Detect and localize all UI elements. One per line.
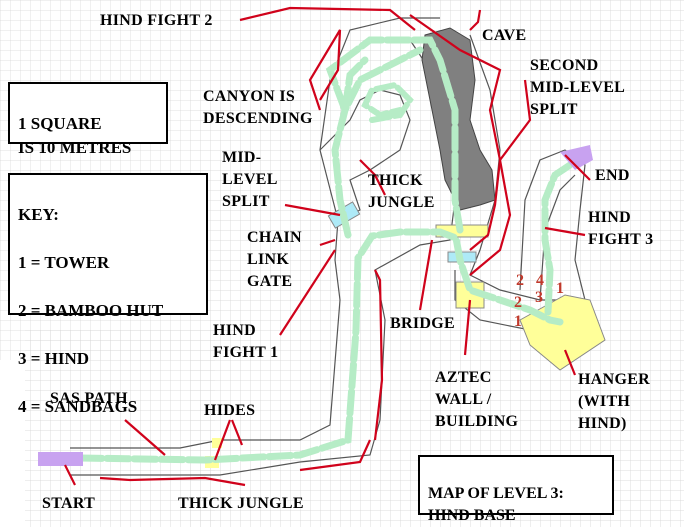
pointer-chain-gate — [319, 238, 336, 247]
label-hanger: HANGER (WITH HIND) — [578, 371, 651, 432]
hide-b — [212, 438, 222, 448]
label-hind-fight-1: HIND FIGHT 1 — [213, 322, 279, 361]
pointer-hind-fight-1 — [279, 249, 336, 336]
pointer-start — [64, 464, 76, 486]
marker-sandbags: 4 — [536, 272, 544, 289]
key-item-hind: 3 = HIND — [18, 349, 90, 368]
label-hides: HIDES — [204, 402, 256, 419]
key-item-sandbags: 4 = SANDBAGS — [18, 397, 138, 416]
path-main — [76, 228, 564, 464]
path-canyon-loop — [361, 81, 414, 123]
scale-note: 1 SQUARE IS 10 METRES — [18, 114, 132, 157]
marker-bamboo-hut-a: 2 — [516, 272, 524, 289]
canyon-wall-end-inner — [539, 174, 576, 301]
pointer-thick-jungle-bottom — [99, 476, 246, 487]
pointer-bridge — [418, 239, 434, 311]
label-canyon-descending: CANYON IS DESCENDING — [203, 88, 313, 127]
canyon-wall-inner — [319, 89, 411, 221]
hanger-area — [519, 294, 606, 371]
label-bridge: BRIDGE — [390, 315, 455, 332]
end-pad — [560, 145, 593, 170]
pointer-hides — [213, 419, 244, 461]
scale-note-box: 1 SQUARE IS 10 METRES — [8, 82, 168, 157]
label-sas-path: SAS PATH — [50, 390, 128, 407]
pointer-thick-jungle-top — [359, 159, 386, 196]
path-cave — [325, 36, 464, 234]
key-item-tower: 1 = TOWER — [18, 253, 110, 272]
marker-tower-b: 1 — [514, 313, 522, 330]
key-title: KEY: — [18, 205, 59, 224]
label-second-mid-level-split: SECOND MID-LEVEL SPLIT — [530, 57, 626, 118]
pointer-cave — [409, 14, 512, 276]
canyon-wall-right — [469, 34, 570, 301]
pointer-sas-path — [124, 419, 166, 456]
label-hind-fight-3: HIND FIGHT 3 — [588, 209, 654, 248]
label-cave: CAVE — [482, 27, 527, 44]
pointer-hanger — [563, 349, 577, 376]
map-title-box: MAP OF LEVEL 3: HIND BASE — [418, 455, 614, 524]
label-aztec-wall: AZTEC WALL / BUILDING — [435, 369, 519, 430]
key-box: KEY: 1 = TOWER 2 = BAMBOO HUT 3 = HIND 4… — [8, 173, 208, 416]
pointer-hind-fight-2 — [239, 6, 416, 31]
label-end: END — [595, 167, 630, 184]
pointer-end — [564, 154, 591, 181]
marker-hind: 3 — [535, 289, 543, 306]
marker-bamboo-hut-b: 2 — [514, 294, 522, 311]
pointer-cave-wall — [469, 9, 482, 31]
pointer-aztec — [463, 299, 472, 356]
label-thick-jungle-bottom: THICK JUNGLE — [178, 495, 304, 512]
key-item-bamboo-hut: 2 = BAMBOO HUT — [18, 301, 164, 320]
pointer-jungle-right — [373, 269, 384, 441]
label-start: START — [42, 495, 96, 512]
pointer-jungle-bottom-b — [299, 439, 372, 472]
pointer-mid-split — [284, 203, 341, 217]
start-pad — [38, 452, 83, 466]
pointer-hind-fight-3 — [544, 226, 586, 237]
pointer-second-split — [469, 79, 532, 251]
pointer-canyon — [308, 29, 342, 111]
label-mid-level-split: MID- LEVEL SPLIT — [222, 149, 278, 210]
map-title: MAP OF LEVEL 3: HIND BASE — [428, 485, 564, 524]
label-chain-link-gate: CHAIN LINK GATE — [247, 229, 302, 290]
label-thick-jungle-top: THICK JUNGLE — [368, 172, 435, 211]
path-end — [541, 161, 574, 316]
marker-tower-a: 1 — [556, 280, 564, 297]
label-hind-fight-2: HIND FIGHT 2 — [100, 12, 213, 29]
